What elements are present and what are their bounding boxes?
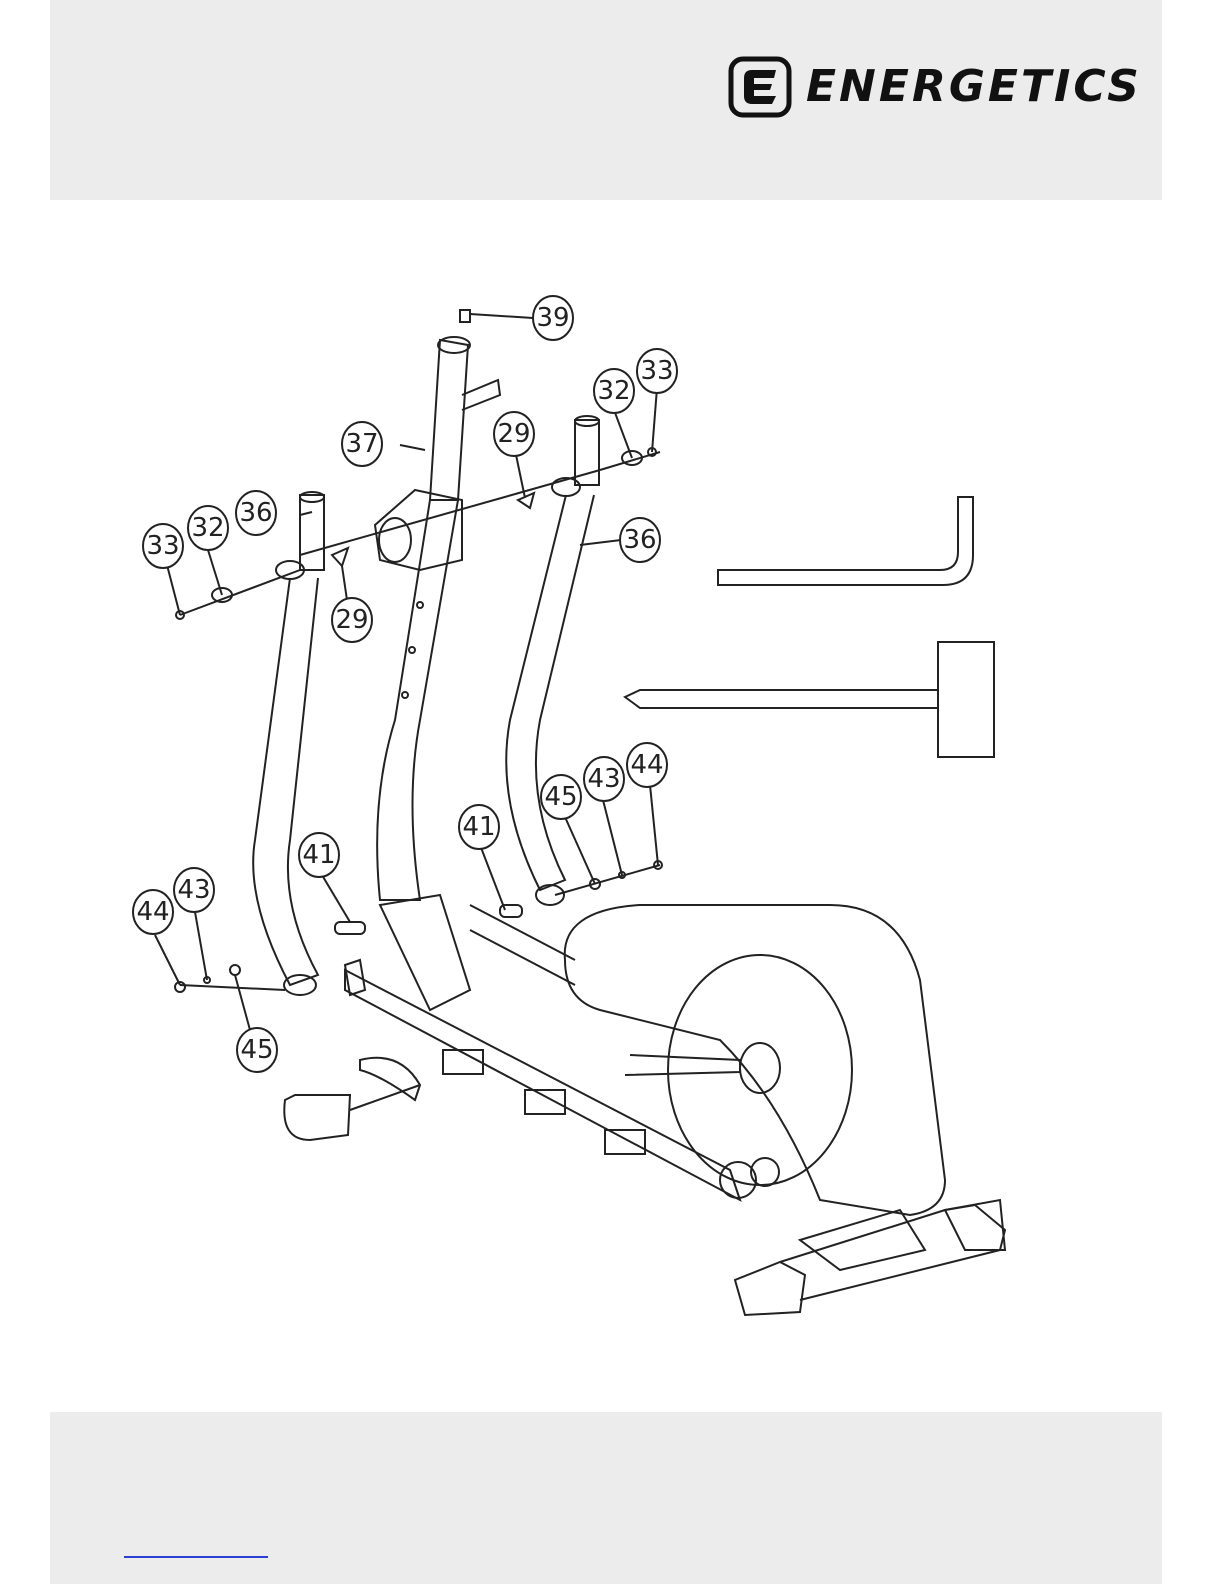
callout-33: 33 bbox=[640, 356, 673, 386]
pedal-rail bbox=[345, 970, 740, 1200]
callout-39: 39 bbox=[536, 303, 569, 333]
callout-43: 43 bbox=[587, 764, 620, 794]
rear-foot-left bbox=[735, 1262, 805, 1315]
callout-36: 36 bbox=[623, 525, 656, 555]
front-foot bbox=[284, 1095, 350, 1140]
callout-36: 36 bbox=[239, 498, 272, 528]
left-arm-36 bbox=[253, 578, 318, 985]
callout-32: 32 bbox=[597, 376, 630, 406]
right-arm-36 bbox=[506, 495, 594, 890]
callout-29: 29 bbox=[497, 419, 530, 449]
footer-band bbox=[50, 1412, 1162, 1584]
rear-foot-right bbox=[945, 1200, 1005, 1250]
callout-41: 41 bbox=[462, 812, 495, 842]
callout-29: 29 bbox=[335, 605, 368, 635]
assembly-diagram: 39 33 32 37 29 36 32 33 36 29 44 43 45 4… bbox=[0, 260, 1224, 1360]
callout-44: 44 bbox=[630, 750, 663, 780]
callout-43: 43 bbox=[177, 875, 210, 905]
callout-33: 33 bbox=[146, 531, 179, 561]
callout-44: 44 bbox=[136, 897, 169, 927]
allen-key-icon bbox=[718, 497, 973, 585]
flywheel-housing bbox=[565, 905, 945, 1215]
post-base bbox=[380, 895, 470, 1010]
footer-link[interactable] bbox=[124, 1556, 268, 1558]
brand-name: ENERGETICS bbox=[806, 62, 1142, 112]
callout-32: 32 bbox=[191, 513, 224, 543]
callout-41: 41 bbox=[302, 840, 335, 870]
main-post-upper bbox=[430, 340, 468, 500]
callout-45: 45 bbox=[240, 1035, 273, 1065]
callout-45: 45 bbox=[544, 782, 577, 812]
screwdriver-icon bbox=[625, 690, 938, 708]
callout-37: 37 bbox=[345, 429, 378, 459]
